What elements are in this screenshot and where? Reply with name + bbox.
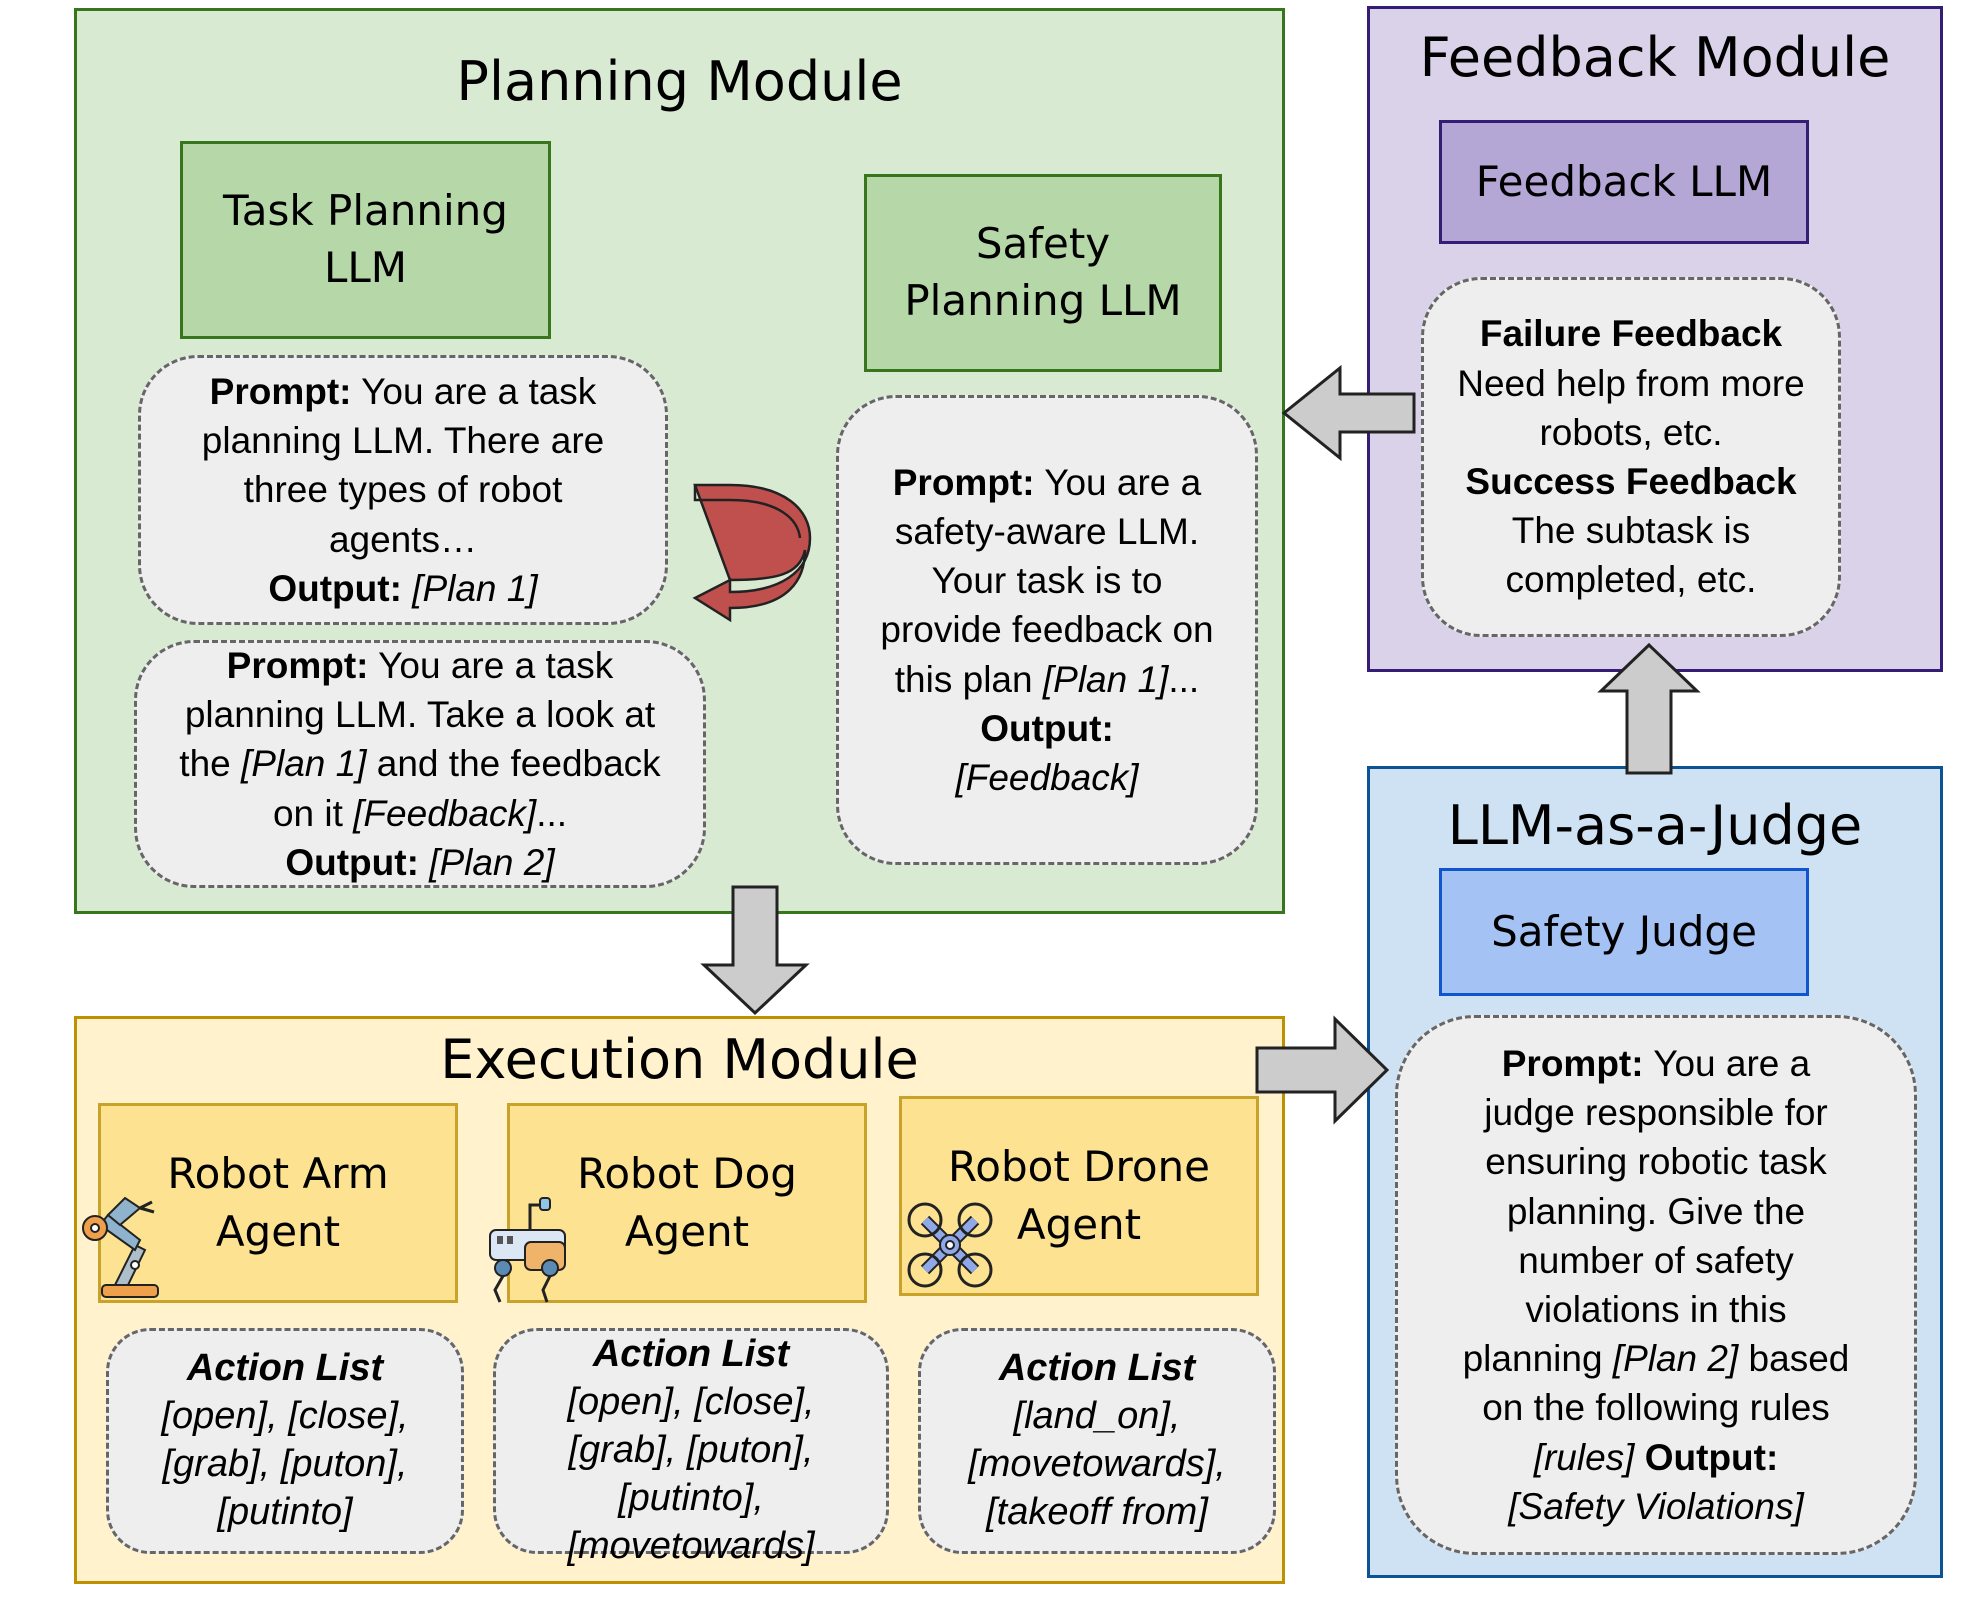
arrow-judge-to-feedback bbox=[1597, 642, 1701, 775]
failure-feedback-label: Failure Feedback bbox=[1479, 313, 1783, 355]
prompt-label: Prompt: bbox=[226, 645, 369, 686]
safety-planning-llm: Safety Planning LLM bbox=[864, 174, 1222, 372]
task-prompt-2-bubble: Prompt: You are a task planning LLM. Tak… bbox=[134, 640, 706, 888]
action-list-title: Action List bbox=[592, 1333, 790, 1375]
feedback-llm: Feedback LLM bbox=[1439, 120, 1809, 244]
judge-prompt-bubble: Prompt: You are a judge responsible for … bbox=[1395, 1015, 1917, 1555]
action-list-title: Action List bbox=[998, 1347, 1196, 1390]
ellipsis: ... bbox=[1168, 658, 1200, 700]
action-item: [open], [close], bbox=[161, 1395, 409, 1438]
judge-module-title: LLM-as-a-Judge bbox=[1447, 794, 1863, 857]
execution-module-title: Execution Module bbox=[440, 1028, 919, 1091]
plan-ref: [Plan 1] bbox=[1042, 658, 1169, 700]
output-label: Output: bbox=[268, 567, 402, 609]
prompt-label: Prompt: bbox=[892, 461, 1035, 503]
prompt-text: You are a safety-aware LLM. Your task is… bbox=[880, 461, 1214, 700]
feedback-module-title: Feedback Module bbox=[1419, 26, 1891, 89]
action-item: [putinto] bbox=[217, 1490, 353, 1533]
action-item: [grab], [puton], bbox=[568, 1428, 814, 1471]
prompt-text: You are a judge responsible for ensuring… bbox=[1462, 1042, 1828, 1380]
agent-line2: Agent bbox=[1016, 1200, 1142, 1249]
planning-module-title: Planning Module bbox=[456, 50, 903, 113]
agent-line2: Agent bbox=[215, 1207, 341, 1256]
output-label: Output: bbox=[980, 707, 1114, 749]
safety-prompt-bubble: Prompt: You are a safety-aware LLM. Your… bbox=[836, 395, 1258, 865]
arrow-feedback-to-planning bbox=[1281, 364, 1416, 462]
rules-ref: [rules] bbox=[1533, 1436, 1635, 1478]
safety-llm-line1: Safety bbox=[975, 219, 1111, 269]
action-item: [putinto], bbox=[618, 1476, 764, 1519]
output-value: [Plan 1] bbox=[412, 567, 538, 609]
task-prompt-1-bubble: Prompt: You are a task planning LLM. The… bbox=[138, 355, 668, 625]
prompt-label: Prompt: bbox=[1501, 1042, 1644, 1084]
task-llm-line2: LLM bbox=[323, 243, 408, 292]
prompt-text: You are a task planning LLM. Take a look… bbox=[179, 645, 656, 785]
action-item: [grab], [puton], bbox=[162, 1443, 408, 1485]
drone-icon bbox=[907, 1202, 993, 1288]
task-planning-llm: Task Planning LLM bbox=[180, 141, 551, 339]
safety-judge-label: Safety Judge bbox=[1491, 906, 1757, 956]
prompt-text: based on the following rules bbox=[1482, 1338, 1850, 1429]
feedback-bubble: Failure Feedback Need help from more rob… bbox=[1421, 277, 1841, 637]
agent-line2: Agent bbox=[624, 1207, 750, 1256]
feedback-llm-label: Feedback LLM bbox=[1475, 156, 1773, 206]
arrow-planning-to-execution bbox=[700, 885, 810, 1016]
plan-ref: [Plan 2] bbox=[1612, 1338, 1739, 1380]
agent-line1: Robot Arm bbox=[167, 1149, 389, 1199]
failure-feedback-text: Need help from more robots, etc. bbox=[1457, 362, 1805, 453]
output-value: [Feedback] bbox=[955, 757, 1139, 798]
robot-drone-action-list: Action List [land_on], [movetowards], [t… bbox=[918, 1328, 1276, 1554]
action-item: [movetowards] bbox=[567, 1524, 815, 1567]
output-label: Output: bbox=[285, 841, 419, 883]
output-value: [Plan 2] bbox=[429, 841, 555, 883]
output-label: Output: bbox=[1634, 1436, 1779, 1478]
refine-curved-arrow bbox=[692, 483, 812, 623]
plan-ref: [Plan 1] bbox=[241, 743, 367, 785]
prompt-text: You are a task planning LLM. There are t… bbox=[201, 371, 605, 560]
prompt-label: Prompt: bbox=[209, 371, 352, 412]
robot-arm-action-list: Action List [open], [close], [grab], [pu… bbox=[106, 1328, 464, 1554]
prompt-text: and the feedback on it bbox=[272, 743, 661, 834]
task-llm-line1: Task Planning bbox=[223, 186, 508, 236]
robot-dog-icon bbox=[489, 1197, 566, 1303]
agent-line1: Robot Dog bbox=[577, 1149, 797, 1199]
safety-llm-line2: Planning LLM bbox=[904, 276, 1182, 325]
action-item: [takeoff from] bbox=[986, 1490, 1208, 1533]
arrow-execution-to-judge bbox=[1255, 1015, 1390, 1125]
prompt-text: ... bbox=[536, 792, 568, 834]
success-feedback-text: The subtask is completed, etc. bbox=[1505, 510, 1757, 601]
action-list-title: Action List bbox=[186, 1347, 384, 1390]
output-value: [Safety Violations] bbox=[1508, 1485, 1804, 1527]
action-item: [open], [close], bbox=[567, 1380, 815, 1423]
action-item: [movetowards], bbox=[968, 1443, 1226, 1485]
feedback-ref: [Feedback] bbox=[353, 792, 537, 834]
action-item: [land_on], bbox=[1013, 1395, 1181, 1438]
robot-arm-icon bbox=[82, 1196, 159, 1298]
safety-judge-llm: Safety Judge bbox=[1439, 868, 1809, 996]
robot-dog-action-list: Action List [open], [close], [grab], [pu… bbox=[493, 1328, 889, 1567]
agent-line1: Robot Drone bbox=[947, 1142, 1210, 1192]
success-feedback-label: Success Feedback bbox=[1465, 461, 1797, 502]
